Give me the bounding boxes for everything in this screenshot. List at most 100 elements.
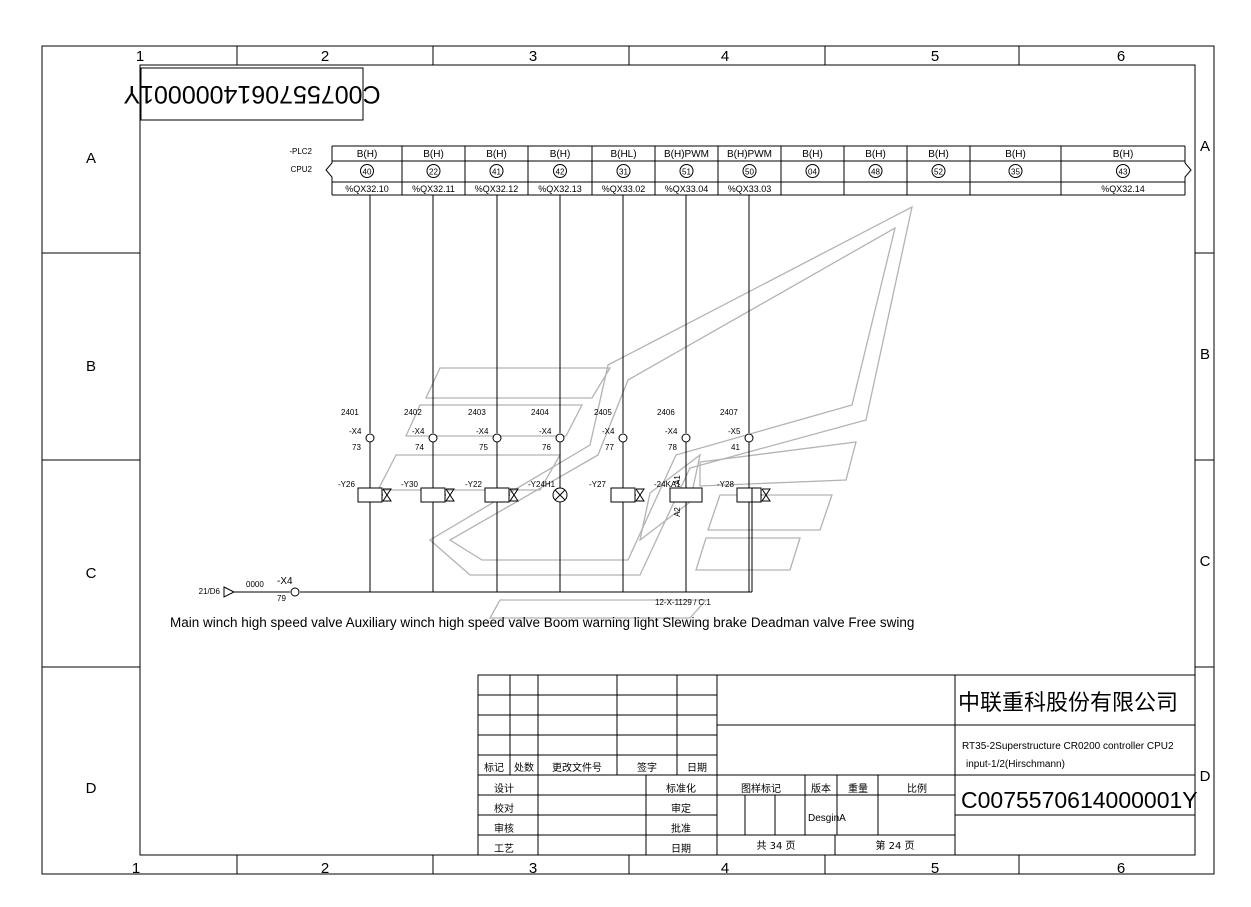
wire-number: 2407 [720, 408, 738, 417]
wire-number: 2401 [341, 408, 359, 417]
zone-column-label-bottom: 3 [529, 860, 537, 877]
bus-cross-reference: 12-X-1129 / C.1 [655, 598, 711, 607]
common-terminal [290, 587, 300, 597]
revision-header: 日期 [687, 762, 707, 774]
circuit-caption: Main winch high speed valve Auxiliary wi… [170, 615, 914, 630]
zone-row-label-right: A [1200, 138, 1210, 155]
meta-header: 重量 [848, 782, 868, 795]
plc-terminal-number: 35 [1011, 168, 1020, 177]
logo-stroke [376, 454, 562, 491]
signature-role: 设计 [494, 782, 514, 795]
revision-header: 签字 [637, 761, 657, 774]
plc-terminal-number: 22 [429, 168, 438, 177]
connector-terminal [428, 433, 438, 443]
plc-terminal-circle [1008, 164, 1023, 178]
zone-row-label-left: D [86, 780, 97, 797]
plc-channel-type: B(HL) [610, 149, 636, 160]
plc-channel-type: B(H) [423, 149, 444, 160]
plc-terminal-circle [553, 164, 567, 178]
plc-output-address: %QX32.13 [538, 184, 582, 194]
zone-row-label-left: C [86, 565, 97, 582]
plc-output-address: %QX33.04 [665, 184, 709, 194]
logo-stroke [695, 537, 801, 571]
plc-channel-type: B(H) [802, 149, 823, 160]
plc-terminal-number: 42 [556, 168, 565, 177]
plc-module-label: -PLC2 [289, 147, 312, 156]
connector-terminal [618, 433, 628, 443]
plc-terminal-number: 48 [871, 168, 880, 177]
plc-output-address: %QX32.12 [475, 184, 519, 194]
company-logo-watermark [376, 205, 913, 619]
drawing-description-sub: input-1/2(Hirschmann) [966, 759, 1065, 770]
connector-label: -X4 [665, 427, 678, 436]
meta-header: 图样标记 [741, 782, 781, 795]
meta-header: 版本 [811, 782, 831, 795]
plc-output-address: %QX33.02 [602, 184, 646, 194]
plc-channel-type: B(H)PWM [727, 149, 772, 160]
logo-stroke [488, 599, 708, 619]
zone-row-label-left: B [86, 358, 96, 375]
plc-terminal-circle [489, 164, 504, 178]
plc-terminal-circle [742, 164, 757, 178]
solenoid-coil-symbol [420, 487, 446, 503]
plc-channel-type: B(H) [1005, 149, 1026, 160]
total-sheets: 共 34 页 [756, 840, 795, 852]
revision-header: 更改文件号 [552, 761, 602, 774]
valve-symbol [509, 488, 519, 502]
connector-terminal [365, 433, 375, 443]
plc-terminal-circle [868, 164, 883, 178]
connector-label: -X4 [539, 427, 552, 436]
connector-pin: 77 [605, 443, 614, 452]
solenoid-coil-symbol [736, 487, 762, 503]
connector-pin: 78 [668, 443, 677, 452]
plc-channel-type: B(H)PWM [664, 149, 709, 160]
solenoid-coil-symbol [357, 487, 383, 503]
plc-terminal-circle [805, 164, 820, 178]
wire-number: 2403 [468, 408, 486, 417]
sheet-number: 第 24 页 [875, 839, 914, 852]
relay-coil-symbol [669, 487, 703, 503]
plc-terminal-number: 51 [682, 168, 691, 177]
wire-number: 2404 [531, 408, 549, 417]
revision-header: 标记 [484, 762, 504, 774]
signature-role: 工艺 [494, 843, 514, 855]
signature-role: 审核 [494, 822, 514, 835]
strip-break-left [325, 146, 333, 195]
approval-role: 审定 [671, 802, 691, 815]
connector-terminal [681, 433, 691, 443]
zone-column-label-bottom: 4 [721, 860, 729, 877]
plc-terminal-strip: -PLC2CPU2B(H)40%QX32.10B(H)22%QX32.11B(H… [289, 145, 1192, 196]
meta-header: 比例 [907, 782, 927, 795]
plc-terminal-number: 41 [492, 168, 501, 177]
zone-row-label-right: D [1200, 768, 1211, 785]
relay-pin-a1: A1 [673, 475, 682, 485]
solenoid-coil-symbol [610, 487, 636, 503]
plc-channel-type: B(H) [865, 149, 886, 160]
strip-break-right [1184, 146, 1192, 195]
connector-pin: 75 [479, 443, 488, 452]
zone-row-label-left: A [86, 150, 96, 167]
common-connector: -X4 [277, 576, 293, 587]
connector-terminal [744, 433, 754, 443]
device-tag: -Y26 [338, 480, 355, 489]
valve-symbol [635, 488, 645, 502]
device-tag: -Y22 [465, 480, 482, 489]
plc-channel-type: B(H) [486, 149, 507, 160]
plc-output-address: %QX32.14 [1101, 184, 1145, 194]
plc-terminal-number: 43 [1119, 168, 1128, 177]
connector-label: -X4 [412, 427, 425, 436]
logo-stroke [699, 441, 857, 487]
cross-reference-arrow [223, 586, 236, 598]
plc-terminal-number: 40 [363, 168, 372, 177]
zone-row-label-right: B [1200, 346, 1210, 363]
zone-column-label-top: 1 [136, 48, 144, 65]
lamp-cross [554, 489, 566, 501]
connector-label: -X4 [476, 427, 489, 436]
zone-column-label-bottom: 1 [132, 860, 140, 877]
plc-terminal-circle [616, 164, 631, 178]
zone-column-label-top: 4 [721, 48, 729, 65]
wire-number: 2402 [404, 408, 422, 417]
plc-channel-type: B(H) [357, 149, 378, 160]
rotated-drawing-code-box: C0075570614000001Y [123, 67, 381, 121]
